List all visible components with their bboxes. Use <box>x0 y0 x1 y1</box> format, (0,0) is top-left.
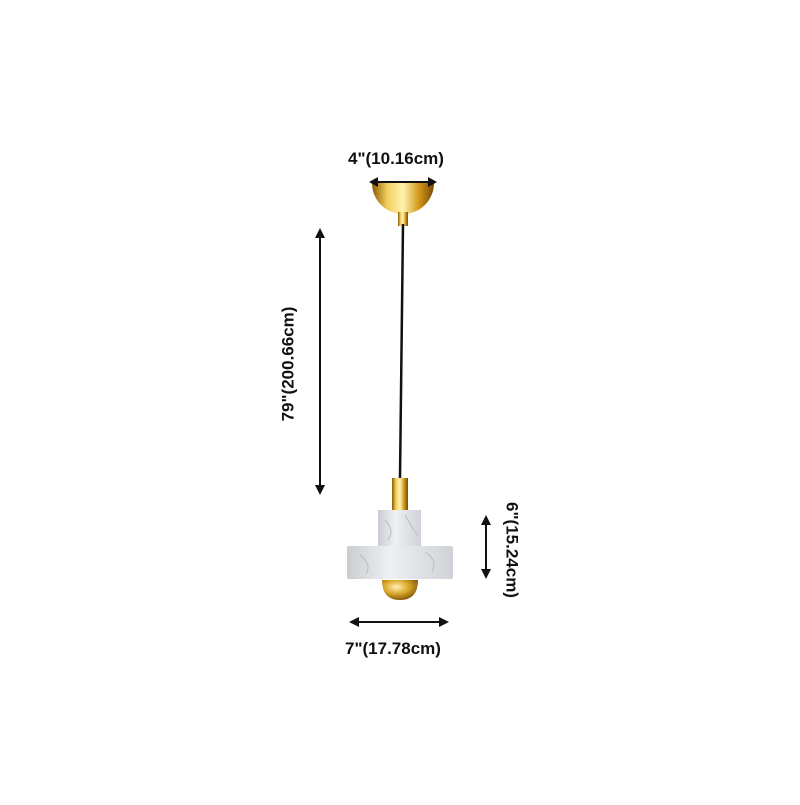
power-cord <box>398 223 405 479</box>
bulb <box>382 580 418 600</box>
marble-shade <box>347 510 453 579</box>
canopy-diameter-label: 4"(10.16cm) <box>348 149 444 168</box>
canopy-width-arrow <box>369 177 437 187</box>
shade-width-arrow <box>349 617 449 627</box>
shade-width-label: 7"(17.78cm) <box>345 639 441 658</box>
shade-height-label: 6"(15.24cm) <box>502 502 522 598</box>
brass-stem <box>392 478 408 512</box>
canopy <box>371 182 435 226</box>
shade-height-arrow <box>481 515 491 579</box>
cord-length-label: 79"(200.66cm) <box>278 306 298 422</box>
cord-length-arrow <box>315 228 325 495</box>
